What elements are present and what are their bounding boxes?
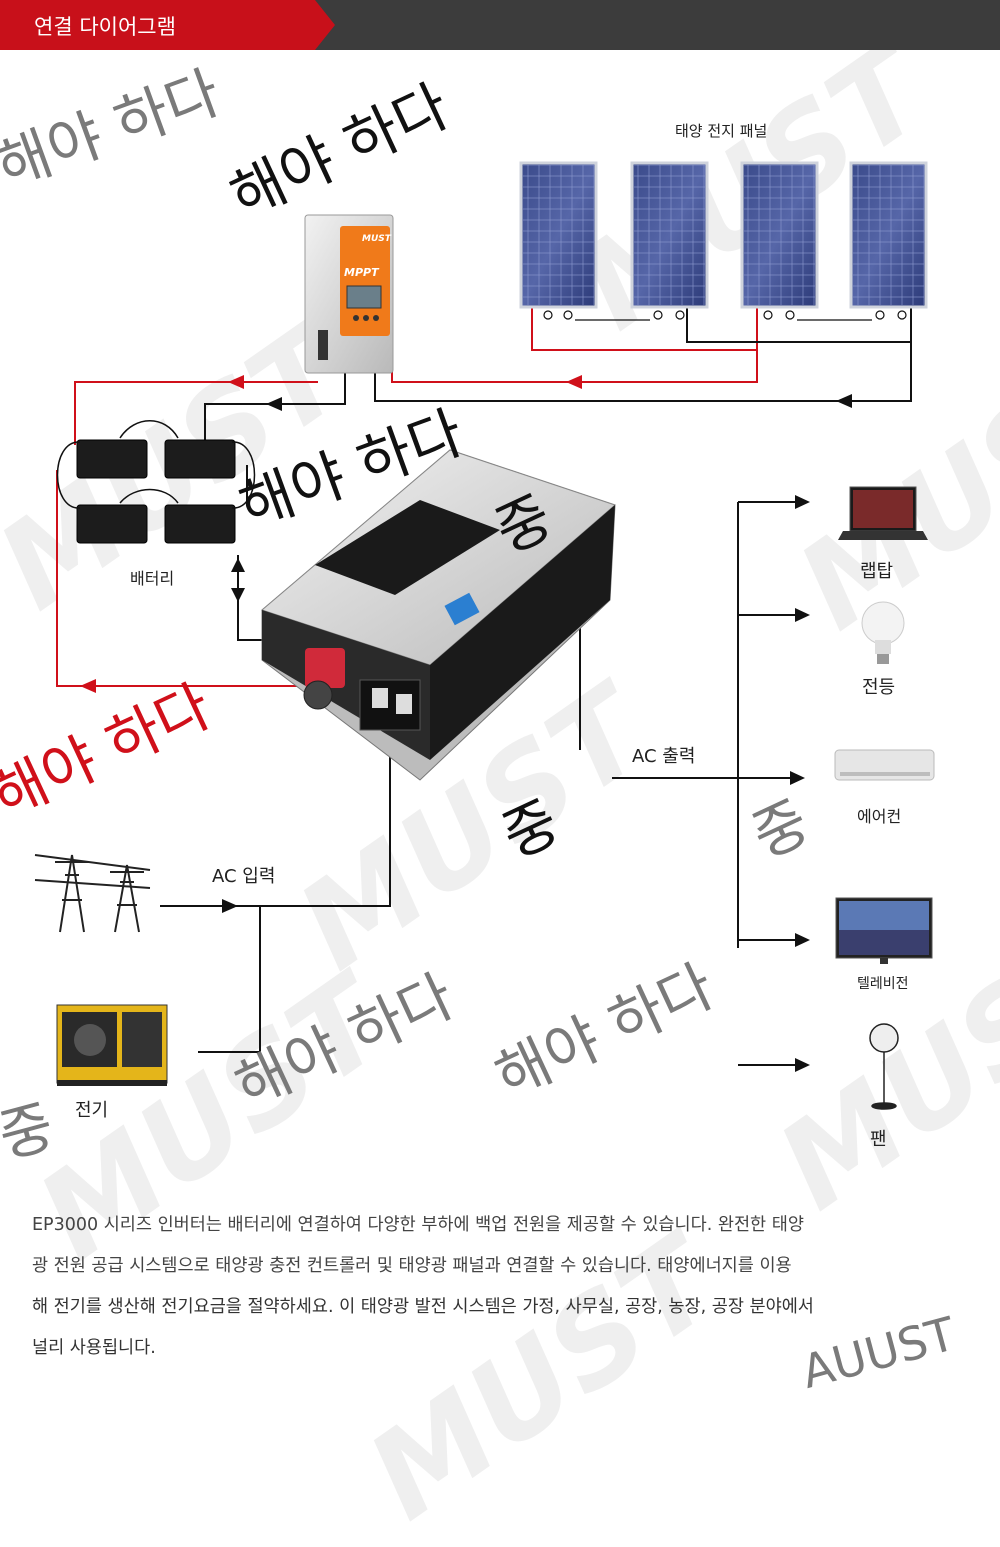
section-title: 연결 다이어그램: [34, 15, 176, 39]
air-conditioner-label: 에어컨: [857, 807, 902, 826]
ac-output-label: AC 출력: [632, 746, 696, 767]
battery-label: 배터리: [130, 569, 175, 588]
description-line: 해 전기를 생산해 전기요금을 절약하세요. 이 태양광 발전 시스템은 가정,…: [32, 1297, 814, 1317]
description-line: 널리 사용됩니다.: [32, 1338, 156, 1358]
solar-panel-label: 태양 전지 패널: [675, 122, 768, 140]
generator-illustration: [56, 1004, 168, 1086]
ac-input-label: AC 입력: [212, 866, 276, 887]
negative-wires: [160, 305, 912, 1066]
description-line: 광 전원 공급 시스템으로 태양광 충전 컨트롤러 및 태양광 패널과 연결할 …: [32, 1256, 792, 1276]
controller-brand-text: MUST: [362, 234, 391, 244]
solar-panel-3: [740, 161, 819, 309]
tv-label: 텔레비전: [857, 976, 909, 992]
solar-panel-1: [519, 161, 598, 309]
mppt-controller: [304, 214, 394, 374]
lamp-illustration: [861, 601, 905, 664]
power-pylon-illustration: [34, 854, 151, 933]
section-tab: 연결 다이어그램: [0, 0, 335, 50]
laptop-label: 랩탑: [860, 561, 894, 582]
description-line: EP3000 시리즈 인버터는 배터리에 연결하여 다양한 부하에 백업 전원을…: [32, 1215, 804, 1235]
fan-label: 팬: [870, 1129, 887, 1150]
generator-label: 전기: [75, 1100, 109, 1121]
connection-diagram: [34, 161, 935, 1110]
laptop-illustration: [838, 486, 928, 540]
battery-links: [56, 420, 256, 509]
battery-bank: [76, 439, 236, 544]
controller-model-text: MPPT: [344, 266, 379, 279]
flow-arrows: [80, 375, 852, 1072]
lamp-label: 전등: [862, 677, 896, 698]
inverter: [260, 449, 616, 781]
fan-illustration: [869, 1023, 899, 1110]
solar-panel-2: [630, 161, 709, 309]
air-conditioner-illustration: [834, 749, 935, 781]
panel-terminals: [543, 310, 907, 321]
solar-panels: [519, 161, 928, 321]
description: EP3000 시리즈 인버터는 배터리에 연결하여 다양한 부하에 백업 전원을…: [32, 1205, 972, 1369]
tv-illustration: [835, 897, 933, 964]
solar-panel-4: [849, 161, 928, 309]
